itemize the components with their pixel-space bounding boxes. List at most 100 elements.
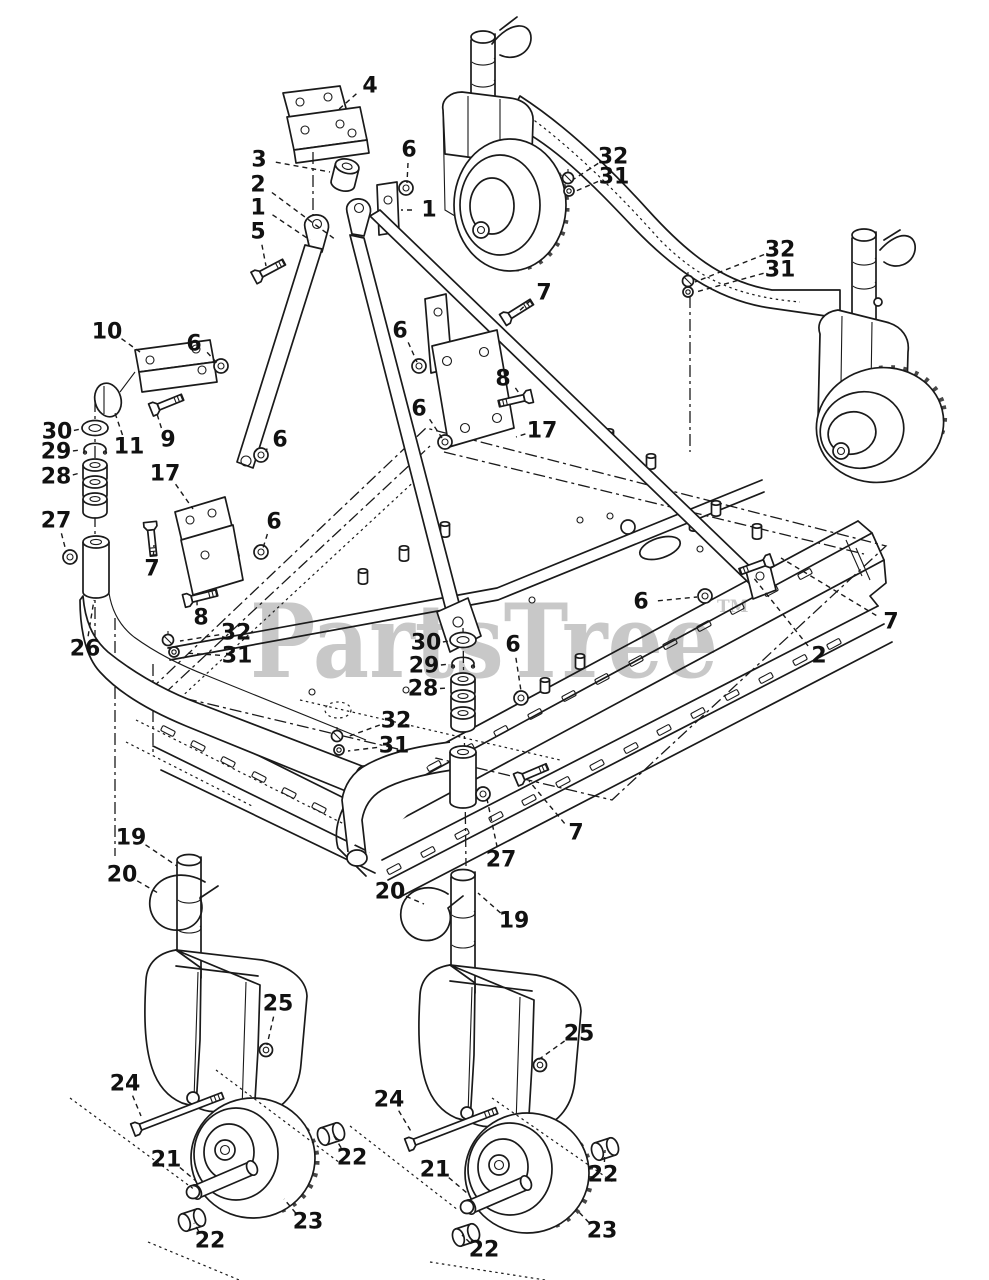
leader-line-5	[261, 244, 267, 267]
leader-line-10	[121, 338, 141, 353]
spacer-26	[82, 535, 110, 599]
leader-line-20	[405, 895, 425, 905]
pivot-pin-11	[93, 382, 123, 418]
callout-31: 31	[599, 165, 630, 190]
callout-10: 10	[92, 320, 123, 345]
leader-line-11	[114, 412, 124, 436]
callout-17: 17	[150, 462, 181, 487]
leader-line-29	[440, 663, 450, 666]
callout-9: 9	[160, 428, 175, 453]
leader-line-31	[575, 180, 599, 192]
callout-31: 31	[379, 734, 410, 759]
nut-6	[398, 180, 414, 196]
leader-line-2	[752, 576, 809, 647]
front-pivot-bracket	[93, 339, 229, 418]
leader-line-30	[73, 428, 82, 432]
bolt-9	[147, 390, 186, 417]
callout-23: 23	[587, 1219, 618, 1244]
hairpin-clip	[491, 16, 532, 59]
callout-21: 21	[151, 1148, 182, 1173]
callout-7: 7	[568, 821, 583, 846]
callout-23: 23	[293, 1210, 324, 1235]
callout-32: 32	[765, 238, 796, 263]
callout-5: 5	[250, 220, 265, 245]
leader-line-25	[537, 1040, 566, 1061]
callout-20: 20	[107, 863, 138, 888]
leader-line-31	[184, 652, 221, 656]
bottom-right-caster	[401, 870, 621, 1248]
leader-line-6	[262, 533, 269, 549]
callout-31: 31	[765, 258, 796, 283]
top-caster-assembly	[441, 16, 841, 319]
callout-6: 6	[505, 633, 520, 658]
hitch-bracket-assembly	[236, 85, 777, 653]
callout-1: 1	[250, 196, 265, 221]
leader-line-32	[179, 634, 220, 642]
leader-line-27	[60, 533, 67, 552]
leader-line-6	[206, 351, 218, 364]
callout-17: 17	[527, 419, 558, 444]
callout-32: 32	[381, 709, 412, 734]
callout-21: 21	[420, 1158, 451, 1183]
callout-32: 32	[221, 621, 252, 646]
leader-line-9	[156, 413, 163, 429]
callout-8: 8	[495, 367, 510, 392]
leader-line-1	[272, 214, 311, 241]
leader-line-23	[283, 1198, 297, 1214]
callout-20: 20	[375, 880, 406, 905]
leader-line-25	[266, 1016, 275, 1046]
hairpin-clip-20	[399, 886, 464, 942]
leader-line-6	[406, 162, 409, 184]
leader-line-22	[461, 1234, 471, 1244]
callout-3: 3	[251, 148, 266, 173]
leader-line-6	[429, 418, 443, 439]
ground-reference-lines	[69, 1069, 614, 1280]
callout-19: 19	[116, 826, 147, 851]
leader-line-6	[515, 657, 522, 692]
callout-24: 24	[374, 1088, 405, 1113]
bolt-5	[250, 255, 288, 285]
left-bracket-17	[142, 447, 269, 609]
leader-line-32	[346, 724, 381, 738]
callout-1: 1	[421, 198, 436, 223]
spacer-tube	[449, 745, 477, 809]
leader-line-7	[528, 780, 566, 824]
leader-line-7	[152, 544, 155, 557]
callout-4: 4	[362, 74, 377, 99]
callout-22: 22	[337, 1146, 368, 1171]
callout-31: 31	[222, 644, 253, 669]
callout-2: 2	[811, 644, 826, 669]
leader-line-6	[407, 342, 418, 363]
callout-27: 27	[41, 509, 72, 534]
callout-6: 6	[392, 319, 407, 344]
leader-line-4	[337, 93, 357, 111]
center-bracket-17	[411, 293, 537, 450]
bottom-left-caster	[131, 855, 347, 1233]
callout-22: 22	[469, 1238, 500, 1263]
leader-line-7	[780, 557, 877, 617]
leader-line-2	[271, 191, 337, 241]
nut-6	[253, 544, 269, 560]
callout-19: 19	[499, 909, 530, 934]
callout-25: 25	[263, 992, 294, 1017]
callout-6: 6	[266, 510, 281, 535]
leader-line-22	[333, 1135, 342, 1149]
callout-28: 28	[408, 677, 439, 702]
callout-2: 2	[250, 173, 265, 198]
callout-7: 7	[144, 557, 159, 582]
callout-25: 25	[564, 1022, 595, 1047]
callout-7: 7	[536, 281, 551, 306]
leader-line-17	[515, 433, 526, 438]
callout-7: 7	[883, 610, 898, 635]
nut-6	[411, 358, 427, 374]
callout-11: 11	[114, 435, 145, 460]
callout-8: 8	[193, 606, 208, 631]
callout-6: 6	[401, 138, 416, 163]
nut-6	[513, 690, 529, 706]
leader-line-21	[448, 1177, 468, 1194]
nut-6	[697, 588, 713, 604]
hairpin-clip-20	[148, 874, 219, 931]
callout-24: 24	[110, 1072, 141, 1097]
